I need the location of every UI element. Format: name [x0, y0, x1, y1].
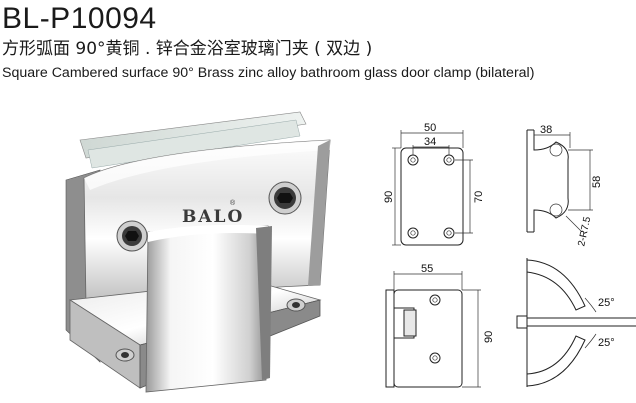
- dim-open-height: 90: [483, 331, 495, 343]
- brand-registered-mark: ®: [230, 199, 236, 207]
- side-view-drawing: 38 58 2-R7.5: [526, 124, 603, 247]
- angle-bottom: 25°: [598, 337, 615, 349]
- dim-front-width-outer: 50: [424, 122, 436, 134]
- dim-side-height: 58: [591, 176, 603, 188]
- title-english: Square Cambered surface 90° Brass zinc a…: [2, 65, 535, 81]
- angle-top: 25°: [598, 297, 615, 309]
- model-number: BL-P10094: [2, 2, 157, 35]
- brand-logo: BALO: [182, 207, 244, 227]
- dim-open-width: 55: [421, 263, 433, 275]
- dim-side-depth: 38: [540, 124, 552, 136]
- title-chinese: 方形弧面 90°黄铜 . 锌合金浴室玻璃门夹 ( 双边 ): [2, 39, 373, 59]
- front-view-drawing: 50 34 90 70: [383, 122, 485, 246]
- dim-front-height-inner: 70: [473, 191, 485, 203]
- top-view-drawing: 25° 25°: [516, 258, 636, 387]
- product-photo: BALO ®: [65, 111, 331, 393]
- dim-front-width-inner: 34: [424, 136, 436, 148]
- open-view-drawing: 55 90: [385, 263, 495, 388]
- dim-front-height-outer: 90: [383, 191, 395, 203]
- dim-side-radius: 2-R7.5: [576, 215, 593, 247]
